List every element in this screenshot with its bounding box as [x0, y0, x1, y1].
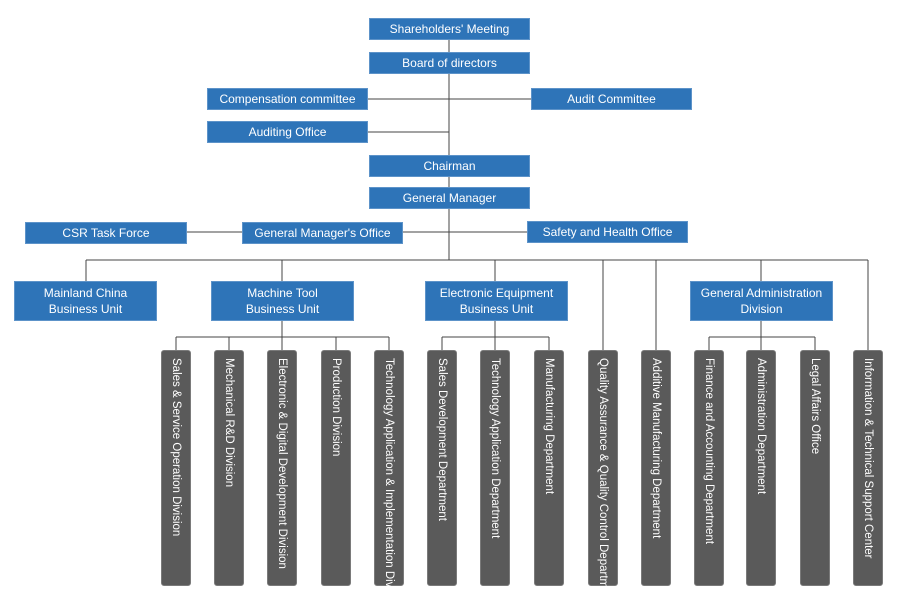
- dept-label: Sales Development Department: [436, 358, 448, 521]
- csr-task-force-box: CSR Task Force: [25, 222, 187, 244]
- dept-label: Quality Assurance & Quality Control Depa…: [597, 358, 609, 605]
- general-manager-label: General Manager: [402, 191, 497, 205]
- dept-box: Legal Affairs Office: [800, 350, 830, 586]
- dept-box: Quality Assurance & Quality Control Depa…: [588, 350, 618, 604]
- dept-box: Sales Development Department: [427, 350, 457, 586]
- dept-box: Administration Department: [746, 350, 776, 586]
- gm-office-box: General Manager's Office: [242, 222, 403, 244]
- audit-committee-label: Audit Committee: [567, 92, 656, 106]
- general-administration-box: General Administration Division: [690, 281, 833, 321]
- dept-box: Electronic & Digital Development Divisio…: [267, 350, 297, 586]
- dept-label: Finance and Accounting Department: [703, 358, 715, 545]
- gm-office-label: General Manager's Office: [254, 226, 391, 240]
- dept-label: Technology Application Department: [489, 358, 501, 539]
- auditing-office-box: Auditing Office: [207, 121, 368, 143]
- safety-health-office-box: Safety and Health Office: [527, 221, 688, 243]
- compensation-committee-box: Compensation committee: [207, 88, 368, 110]
- chairman-box: Chairman: [369, 155, 530, 177]
- chairman-label: Chairman: [423, 159, 476, 173]
- dept-label: Electronic & Digital Development Divisio…: [276, 358, 288, 569]
- electronic-equipment-unit-label: Electronic Equipment Business Unit: [439, 286, 554, 316]
- electronic-equipment-unit-box: Electronic Equipment Business Unit: [425, 281, 568, 321]
- dept-box: Production Division: [321, 350, 351, 586]
- auditing-office-label: Auditing Office: [248, 125, 327, 139]
- dept-box: Finance and Accounting Department: [694, 350, 724, 586]
- dept-label: Additive Manufacturing Department: [650, 358, 662, 539]
- dept-label: Legal Affairs Office: [809, 358, 821, 455]
- audit-committee-box: Audit Committee: [531, 88, 692, 110]
- dept-label: Administration Department: [755, 358, 767, 495]
- dept-box: Technology Application & Implementation …: [374, 350, 404, 611]
- board-of-directors-box: Board of directors: [369, 52, 530, 74]
- dept-box: Manufacturing Department: [534, 350, 564, 586]
- dept-box: Technology Application Department: [480, 350, 510, 586]
- dept-box: Sales & Service Operation Division: [161, 350, 191, 586]
- dept-box: Mechanical R&D Division: [214, 350, 244, 586]
- shareholders-meeting-box: Shareholders' Meeting: [369, 18, 530, 40]
- csr-task-force-label: CSR Task Force: [62, 226, 150, 240]
- dept-label: Manufacturing Department: [543, 358, 555, 495]
- dept-label: Technology Application & Implementation …: [383, 358, 395, 611]
- dept-label: Production Division: [330, 358, 342, 457]
- compensation-committee-label: Compensation committee: [219, 92, 356, 106]
- board-of-directors-label: Board of directors: [402, 56, 497, 70]
- mainland-china-unit-label: Mainland China Business Unit: [43, 286, 128, 316]
- shareholders-meeting-label: Shareholders' Meeting: [389, 22, 510, 36]
- general-manager-box: General Manager: [369, 187, 530, 209]
- mainland-china-unit-box: Mainland China Business Unit: [14, 281, 157, 321]
- dept-label: Information & Technical Support Center: [862, 358, 874, 559]
- dept-label: Mechanical R&D Division: [223, 358, 235, 488]
- machine-tool-unit-label: Machine Tool Business Unit: [245, 286, 320, 316]
- dept-box: Additive Manufacturing Department: [641, 350, 671, 586]
- dept-box: Information & Technical Support Center: [853, 350, 883, 586]
- safety-health-office-label: Safety and Health Office: [542, 225, 673, 239]
- dept-label: Sales & Service Operation Division: [170, 358, 182, 537]
- general-administration-label: General Administration Division: [700, 286, 823, 316]
- machine-tool-unit-box: Machine Tool Business Unit: [211, 281, 354, 321]
